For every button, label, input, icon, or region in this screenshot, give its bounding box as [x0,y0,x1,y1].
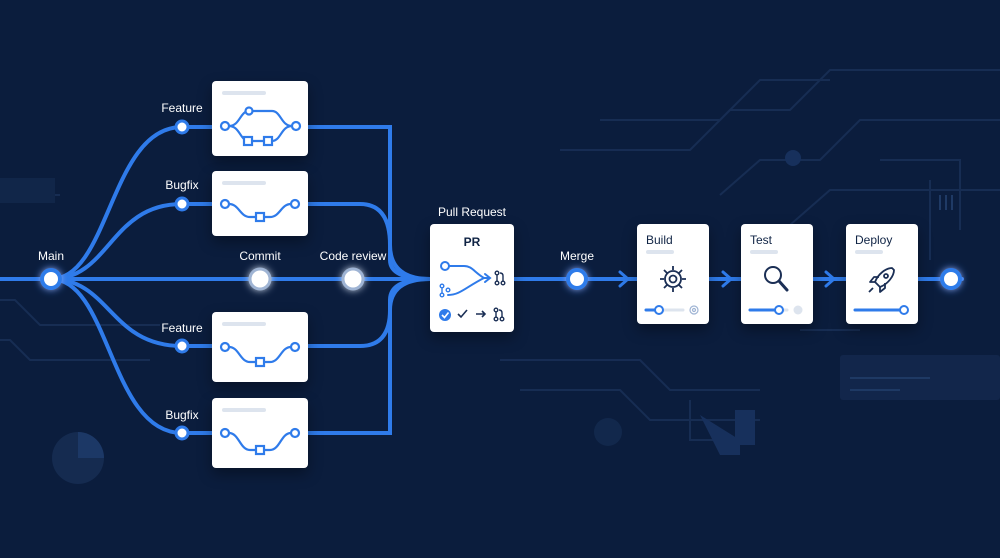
card-placeholder-bar [646,250,674,254]
pr-card: PR [430,224,514,332]
status-dot [793,305,803,315]
branch-fork-icon [219,427,301,456]
progress-slider [853,305,909,315]
flow-arrows [618,270,836,288]
gear-icon [660,266,686,292]
pr-flow-graphic [439,261,506,322]
branch-bugfix-bottom [49,277,432,435]
test-card: Test [741,224,813,324]
branch-feature-bottom [49,277,432,348]
test-card-title: Test [750,233,773,247]
branch-fork-icon [219,198,301,223]
branch-bugfix-top [49,202,432,281]
label-pull-request: Pull Request [437,205,507,219]
branch-card-bugfix-top [212,171,308,236]
branch-fork-icon [219,341,301,368]
progress-slider [748,305,789,315]
check-icon [439,309,451,321]
node-feature-top [174,119,190,135]
deploy-card: Deploy [846,224,918,324]
node-merge [566,268,588,290]
branch-feature-top [49,125,432,281]
build-graphic [644,266,699,315]
git-pull-request-icon [494,270,506,286]
label-code-review: Code review [319,249,387,263]
build-card-title: Build [646,233,673,247]
nodes [40,119,962,441]
check-icon [457,309,468,319]
node-end [940,268,962,290]
deploy-graphic [853,267,909,315]
branch-card-feature-top [212,81,308,156]
deploy-card-title: Deploy [855,233,893,247]
label-main: Main [37,249,65,263]
test-graphic [748,266,803,315]
label-bugfix-bottom: Bugfix [165,408,199,422]
card-placeholder-bar [222,408,266,412]
branch-card-bugfix-bottom [212,398,308,468]
branch-card-feature-bottom [212,312,308,382]
rocket-icon [868,267,895,293]
node-bugfix-top [174,196,190,212]
card-placeholder-bar [222,91,266,95]
progress-slider [644,305,685,315]
pr-card-title: PR [463,235,481,249]
settings-small-icon [689,305,699,315]
arrow-right-icon [476,310,487,318]
build-card: Build [637,224,709,324]
node-code-review [341,267,365,291]
card-placeholder-bar [222,322,266,326]
card-placeholder-bar [855,250,883,254]
arrow-right-icon [721,270,733,288]
branch-merge-icon [219,106,302,147]
node-bugfix-bottom [174,425,190,441]
node-feature-bottom [174,338,190,354]
git-pull-request-icon [493,307,505,322]
label-feature-bottom: Feature [161,321,203,335]
arrow-right-icon [618,270,630,288]
card-placeholder-bar [750,250,778,254]
pie-decoration [52,432,104,484]
card-placeholder-bar [222,181,266,185]
background-circuit-decoration [0,69,1000,455]
label-commit: Commit [239,249,281,263]
label-feature-top: Feature [161,101,203,115]
node-main [40,268,62,290]
arrow-right-icon [824,270,836,288]
label-merge: Merge [559,249,595,263]
node-commit [248,267,272,291]
label-bugfix-top: Bugfix [165,178,199,192]
magnifier-icon [764,266,789,292]
git-pull-request-icon [439,283,451,298]
